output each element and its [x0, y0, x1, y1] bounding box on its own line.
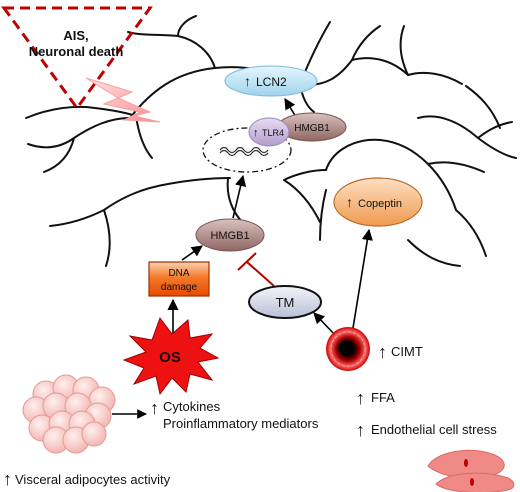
hmgb1-mid-label: HMGB1 — [210, 230, 249, 242]
cytokines-label: Cytokines — [163, 399, 221, 414]
cytokines-up-arrow: ↑ — [150, 398, 159, 418]
dna-strand-icon — [219, 146, 269, 157]
arrow-vessel-to-tm — [313, 312, 337, 337]
tlr4-node: ↑ TLR4 — [248, 117, 290, 147]
inhibition-tm-to-hmgb1 — [237, 252, 275, 287]
copeptin-label: Copeptin — [358, 198, 402, 210]
arrow-hmgb1-to-lcn2 — [284, 98, 297, 118]
tlr4-label: TLR4 — [262, 128, 284, 138]
arrow-dna-to-hmgb1 — [181, 245, 203, 261]
lightning-bolt-icon — [85, 77, 161, 123]
tm-label: TM — [276, 295, 295, 310]
nucleus — [202, 127, 292, 173]
hmgb1-top-node: HMGB1 — [277, 112, 347, 142]
copeptin-node: ↑ Copeptin — [333, 177, 423, 227]
lcn2-node: ↑ LCN2 — [224, 65, 318, 97]
cimt-label: CIMT — [391, 344, 423, 359]
neuron-outline — [25, 15, 517, 267]
tm-node: TM — [248, 285, 322, 319]
warning-text-line2: Neuronal death — [29, 44, 124, 59]
ffa-label: FFA — [371, 390, 395, 405]
hmgb1-mid-node: HMGB1 — [195, 218, 265, 252]
dna-damage-label-line2: damage — [161, 282, 198, 293]
dna-damage-node: DNA damage — [148, 261, 210, 297]
cimt-up-arrow: ↑ — [378, 342, 387, 362]
endothelial-label: Endothelial cell stress — [371, 422, 497, 437]
os-label: OS — [159, 349, 181, 366]
arrow-hmgb1-to-tlr4 — [232, 174, 247, 219]
visceral-label: Visceral adipocytes activity — [15, 472, 171, 487]
endothelial-cells-icon — [427, 449, 515, 492]
warning-text-line1: AIS, — [63, 28, 88, 43]
proinflammatory-label: Proinflammatory mediators — [163, 416, 319, 431]
copeptin-up-arrow: ↑ — [346, 194, 353, 210]
warning-triangle: AIS, Neuronal death — [1, 6, 153, 111]
arrow-vessel-to-copeptin — [352, 228, 373, 329]
hmgb1-top-label: HMGB1 — [294, 123, 330, 134]
blood-vessel-icon — [326, 327, 370, 371]
ffa-up-arrow: ↑ — [356, 388, 365, 408]
os-burst: OS — [122, 316, 220, 396]
lcn2-up-arrow: ↑ — [244, 73, 251, 89]
dna-damage-label-line1: DNA — [168, 268, 189, 279]
visceral-up-arrow: ↑ — [3, 469, 12, 489]
tlr4-up-arrow: ↑ — [253, 127, 259, 139]
endothelial-up-arrow: ↑ — [356, 420, 365, 440]
adipocytes-cluster-icon — [22, 374, 116, 454]
lcn2-label: LCN2 — [256, 75, 287, 89]
